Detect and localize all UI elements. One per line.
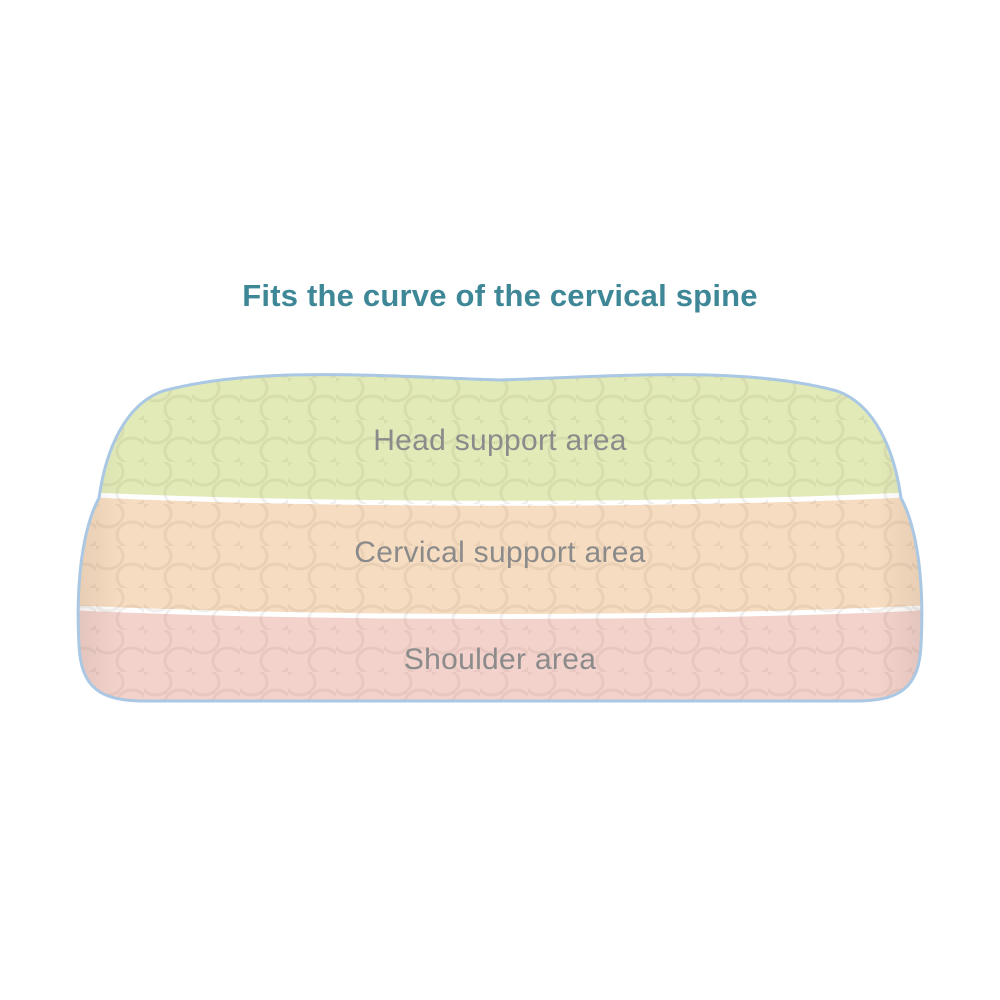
zone-label-cervical-support: Cervical support area (354, 536, 646, 569)
diagram-title: Fits the curve of the cervical spine (242, 278, 758, 313)
zone-label-shoulder: Shoulder area (403, 643, 597, 676)
piping-trim (76, 373, 924, 703)
edge-shading (78, 374, 922, 701)
zone-label-head-support: Head support area (373, 424, 627, 457)
